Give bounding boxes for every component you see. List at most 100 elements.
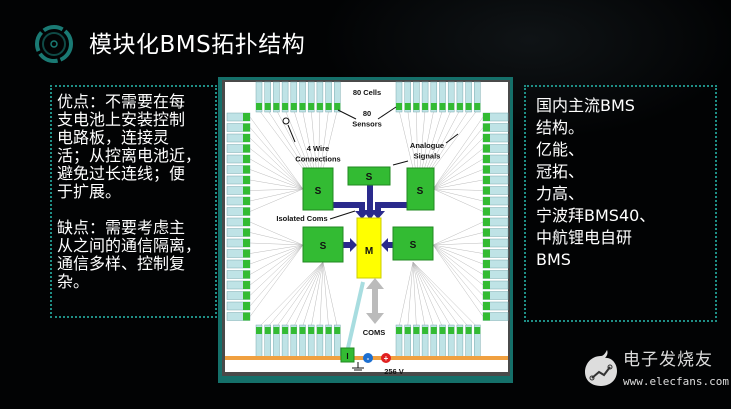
spacer <box>57 201 201 219</box>
vendor-line: 中航锂电自研 <box>536 228 633 247</box>
cell <box>439 81 446 113</box>
sensor <box>483 249 490 258</box>
sensor <box>243 291 250 300</box>
plus-terminal-icon <box>381 353 391 363</box>
sensor-wire <box>432 244 484 317</box>
cell <box>334 81 341 113</box>
sensor <box>325 327 332 334</box>
sensor-wire <box>432 244 484 275</box>
ground-icon <box>352 362 364 371</box>
isolated-coms-label: Isolated Coms <box>276 214 327 223</box>
sensor <box>413 327 420 334</box>
sensor <box>448 327 455 334</box>
isolator-label: I <box>346 352 348 361</box>
cell <box>413 81 420 113</box>
sensor <box>316 327 323 334</box>
sensor <box>243 228 250 237</box>
vendor-line: 宁波拜BMS40、 <box>536 206 656 225</box>
vendors-text: 国内主流BMS 结构。 亿能、 冠拓、 力高、 宁波拜BMS40、 中航锂电自研… <box>536 95 655 271</box>
sensor <box>243 165 250 174</box>
minus-terminal-icon <box>363 353 373 363</box>
sensor-wire <box>322 261 329 328</box>
sensor <box>465 327 472 334</box>
cell <box>395 81 403 113</box>
sensor-wire <box>432 188 484 191</box>
watermark: 电子发烧友 www.elecfans.com <box>583 350 729 398</box>
cell <box>404 81 411 113</box>
pros-line: 于扩展。 <box>57 182 122 201</box>
minus-label: - <box>367 354 370 363</box>
sensor <box>483 281 490 289</box>
sensor-wire <box>249 244 304 296</box>
sensor-wire <box>249 127 304 190</box>
sensor-wire <box>412 261 443 328</box>
sensors-label: Sensors <box>352 120 382 129</box>
sensor-wire <box>258 261 324 328</box>
cell <box>421 81 429 113</box>
voltage-label: 256 V <box>384 367 404 376</box>
sensor <box>483 176 490 184</box>
vendor-line: BMS <box>536 250 571 269</box>
wire-label: Connections <box>295 155 340 164</box>
sensor-wire <box>311 261 324 328</box>
sensor-wire <box>249 137 304 190</box>
sensor-wire <box>432 116 484 190</box>
sensor-wire <box>249 169 304 190</box>
sensor-wire <box>398 261 414 328</box>
sensor <box>243 207 250 216</box>
sensor <box>299 103 306 110</box>
sensor-wire <box>249 221 304 246</box>
cell <box>273 81 280 113</box>
sensor <box>456 327 463 334</box>
sensor <box>422 327 429 334</box>
sensor-wire <box>432 137 484 190</box>
sensor-wire <box>284 261 324 328</box>
sensor <box>396 327 402 334</box>
sensor <box>483 165 490 174</box>
sensor-wire <box>322 261 338 328</box>
cons-line: 从之间的通信隔离， <box>57 236 202 255</box>
sensor <box>474 103 481 110</box>
sensor <box>243 249 250 258</box>
sensor <box>282 103 289 110</box>
sensor <box>483 312 490 321</box>
sensor <box>243 113 250 121</box>
cell <box>290 81 298 113</box>
elecfans-logo-icon <box>585 350 617 386</box>
slave-label: S <box>417 186 424 197</box>
sensor <box>243 218 250 226</box>
sensor-wire <box>412 261 469 328</box>
sensor <box>282 327 289 334</box>
slave-label: S <box>410 240 417 251</box>
sensor <box>404 327 411 334</box>
sensor-wire <box>249 244 304 254</box>
cell <box>299 81 306 113</box>
cell <box>447 81 455 113</box>
sensor-wire <box>249 244 304 275</box>
sensor <box>334 327 341 334</box>
sensor <box>474 327 481 334</box>
sensor <box>483 186 490 195</box>
pros-line: 电路板，连接灵 <box>57 128 170 147</box>
cons-line: 杂。 <box>57 272 90 291</box>
cons-line: 通信多样、控制复 <box>57 254 186 273</box>
sensor <box>243 270 250 279</box>
vendor-line: 冠拓、 <box>536 162 585 181</box>
sensor-wire <box>302 261 324 328</box>
coms-label: COMS <box>363 328 386 337</box>
cell <box>264 81 271 113</box>
pros-cons-panel: 优点：不需要在每 支电池上安装控制 电路板，连接灵 活；从控离电池近， 避免过长… <box>50 85 217 318</box>
sensor <box>243 186 250 195</box>
sensor-wire <box>412 261 452 328</box>
sensor <box>483 123 490 132</box>
sensor-wire <box>432 232 484 246</box>
sensor-wire <box>267 261 324 328</box>
sensor-wire <box>432 221 484 246</box>
sensor-wire <box>432 244 484 286</box>
sensor <box>448 103 455 110</box>
sensor-wire <box>412 261 434 328</box>
sensor-wire <box>249 244 304 307</box>
sensor <box>308 327 315 334</box>
sensor-wire <box>293 261 324 328</box>
sensor-wire <box>249 179 304 190</box>
